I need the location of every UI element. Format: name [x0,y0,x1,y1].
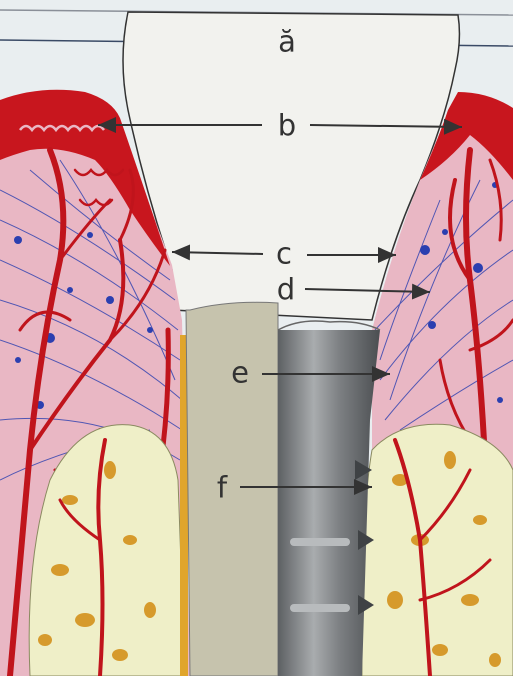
label-d: d [277,276,295,305]
label-c: c [276,240,292,269]
alveolar-bone-right [362,424,513,676]
label-a: ă [278,28,296,57]
label-e: e [231,359,249,388]
label-f: f [217,474,227,503]
label-b: b [278,112,296,141]
